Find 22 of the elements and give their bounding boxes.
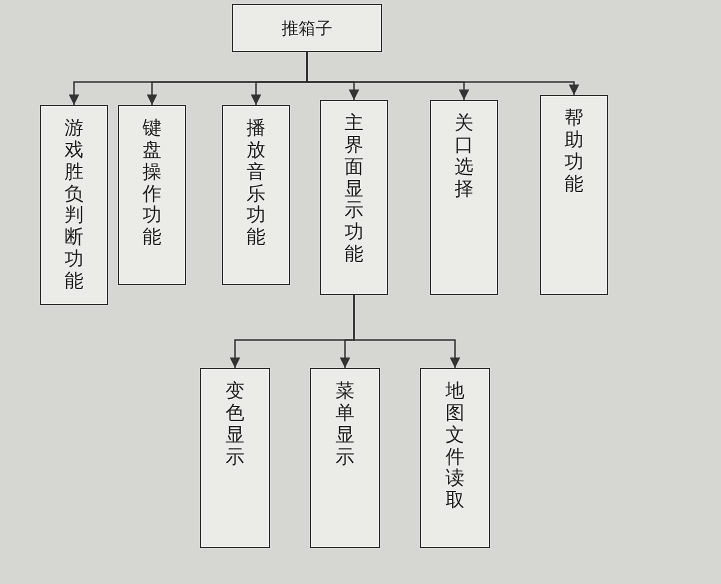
process-box — [200, 368, 270, 548]
box-label: 菜单显示 — [336, 381, 354, 468]
process-box — [232, 4, 382, 52]
box-label: 关口选择 — [454, 113, 474, 200]
process-box — [430, 100, 498, 295]
process-box — [540, 95, 608, 295]
arrow — [306, 52, 580, 95]
process-box — [420, 368, 490, 548]
box-label: 播放音乐功能 — [246, 118, 266, 250]
process-box — [310, 368, 380, 548]
arrow — [353, 295, 460, 368]
box-label: 推箱子 — [282, 18, 332, 40]
process-box — [118, 105, 186, 285]
process-box — [222, 105, 290, 285]
box-label: 变色显示 — [226, 381, 244, 468]
process-box — [320, 100, 388, 295]
box-label: 地图文件读取 — [446, 381, 464, 512]
box-label: 主界面显示功能 — [344, 113, 364, 266]
box-label: 帮助功能 — [564, 108, 584, 196]
process-box — [40, 105, 108, 305]
box-label: 游戏胜负判断功能 — [64, 118, 84, 293]
box-label: 键盘操作功能 — [142, 118, 162, 250]
